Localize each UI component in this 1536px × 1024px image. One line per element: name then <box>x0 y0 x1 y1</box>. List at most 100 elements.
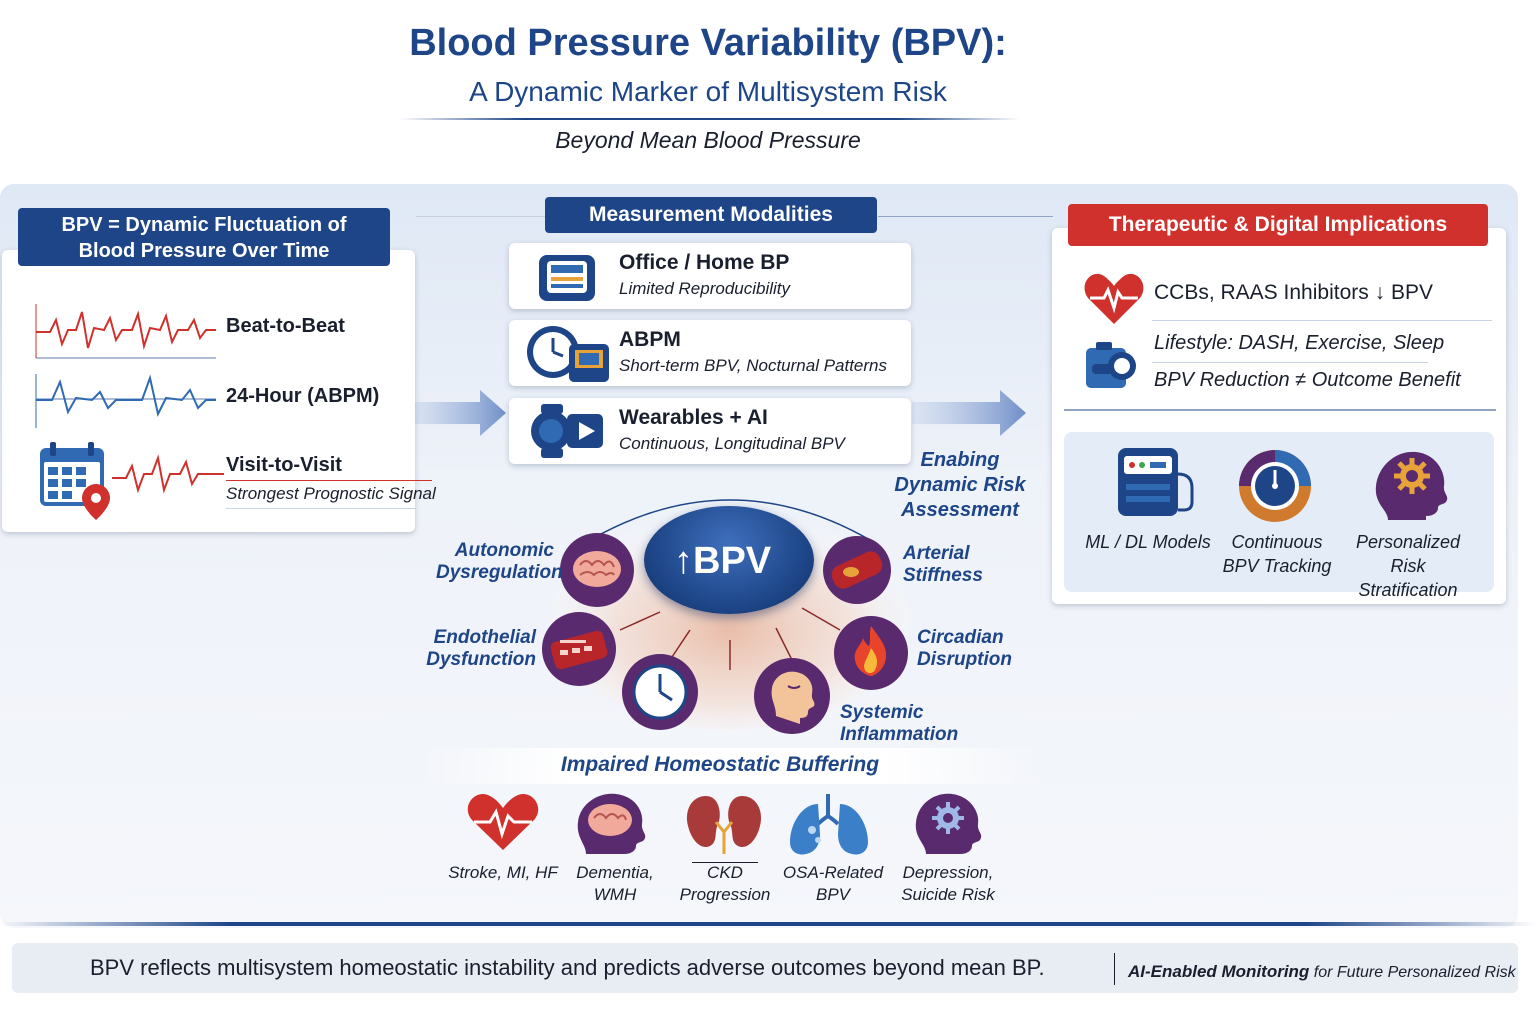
outcome-line: OSA-Related <box>782 863 884 882</box>
wearable-camera-icon <box>531 404 603 458</box>
digital-ml-dl: ML / DL Models <box>1080 530 1216 554</box>
digital-continuous: Continuous BPV Tracking <box>1212 530 1342 578</box>
modality-abpm: ABPM Short-term BPV, Nocturnal Patterns <box>509 320 911 386</box>
outcome-line: Dementia, <box>576 863 654 882</box>
strongest-signal-label: Strongest Prognostic Signal <box>226 484 436 503</box>
mechanism-line: Arterial <box>903 543 970 564</box>
buffering-label: Impaired Homeostatic Buffering <box>560 753 880 776</box>
mechanism-line: Inflammation <box>840 724 959 745</box>
divider <box>226 508 416 509</box>
modality-title: Office / Home BP <box>619 251 790 274</box>
page-subtitle: A Dynamic Marker of Multisystem Risk <box>469 76 947 107</box>
mechanism-line: Dysregulation <box>436 562 563 583</box>
server-icon <box>1118 448 1194 516</box>
divider <box>226 480 432 481</box>
title-divider <box>400 118 1020 120</box>
bp-monitor-icon <box>539 255 595 301</box>
modality-subtitle: Short-term BPV, Nocturnal Patterns <box>619 356 888 375</box>
visit-to-visit-label: Visit-to-Visit <box>226 454 342 476</box>
lungs-icon <box>790 794 868 855</box>
head-icon <box>754 658 830 734</box>
modality-wearables: Wearables + AI Continuous, Longitudinal … <box>509 398 911 464</box>
mechanism-systemic: Systemic Inflammation <box>840 702 980 746</box>
mechanism-line: Stiffness <box>903 565 983 586</box>
footer-summary: BPV reflects multisystem homeostatic ins… <box>90 955 1045 980</box>
outcome-ckd: CKD Progression <box>670 862 780 906</box>
bpv-definition-heading: BPV = Dynamic Fluctuation of Blood Press… <box>18 208 390 266</box>
therapy-text: BPV <box>1390 281 1433 304</box>
vessel-wall-icon <box>542 612 616 686</box>
clock-monitor-icon <box>527 326 609 382</box>
head-gear-icon <box>1375 451 1448 520</box>
flow-arrow-right-icon <box>912 390 1026 436</box>
page-title: Blood Pressure Variability (BPV): <box>409 22 1007 64</box>
tagline: Beyond Mean Blood Pressure <box>555 127 861 153</box>
outcome-line: BPV <box>815 885 851 904</box>
kidney-icon <box>686 796 762 854</box>
divider <box>1114 953 1115 985</box>
digital-line: BPV Tracking <box>1222 556 1332 576</box>
mechanism-endothelial: Endothelial Dysfunction <box>420 627 536 671</box>
24-hour-label: 24-Hour (ABPM) <box>226 385 380 407</box>
clock-icon <box>622 654 698 730</box>
blue-waveform-icon <box>35 374 216 428</box>
modality-subtitle: Continuous, Longitudinal BPV <box>619 434 845 453</box>
digital-line: ML / DL Models <box>1085 532 1211 552</box>
mechanism-autonomic: Autonomic Dysregulation <box>436 540 563 584</box>
buffering-band <box>420 748 1040 784</box>
outcome-line: Progression <box>679 885 771 904</box>
footer-bar <box>12 943 1518 993</box>
footer-note-rest: for Future Personalized Risk <box>1309 964 1516 981</box>
therapy-text: CCBs, RAAS Inhibitors <box>1154 281 1369 304</box>
outcome-line: WMH <box>593 885 637 904</box>
mechanism-line: Circadian <box>917 627 1004 648</box>
beat-to-beat-label: Beat-to-Beat <box>226 315 345 337</box>
heading-line: Blood Pressure Over Time <box>78 240 330 262</box>
outcome-line: CKD <box>707 863 743 882</box>
digital-line: Risk Stratification <box>1358 556 1458 600</box>
heart-ecg-icon <box>1084 273 1144 324</box>
therapy-line: CCBs, RAAS Inhibitors ↓ BPV <box>1154 281 1433 305</box>
divider <box>1152 320 1492 321</box>
red-waveform-icon <box>35 304 216 359</box>
connector-line <box>416 216 546 217</box>
up-arrow-icon: ↑ <box>674 540 693 582</box>
lifestyle-text: Lifestyle: DASH, Exercise, Sleep <box>1154 332 1445 354</box>
gauge-icon <box>1239 450 1311 522</box>
outcome-dementia: Dementia, WMH <box>560 862 670 906</box>
bpv-text: BPV <box>693 540 772 582</box>
footer-rule <box>0 922 1536 926</box>
heart-ecg-icon <box>467 794 539 850</box>
connector-line <box>878 216 1053 217</box>
reduction-note: BPV Reduction ≠ Outcome Benefit <box>1154 369 1461 391</box>
caption-line: Assessment <box>901 499 1019 521</box>
outcome-line: Stroke, MI, HF <box>448 863 558 882</box>
caption-line: Enabing <box>920 449 1000 471</box>
digital-personalized: Personalized Risk Stratification <box>1340 530 1476 602</box>
outcome-depression: Depression, Suicide Risk <box>888 862 1008 906</box>
outcome-line: Depression, <box>902 863 994 882</box>
outcome-stroke: Stroke, MI, HF <box>440 862 566 884</box>
divider <box>692 862 758 863</box>
flow-arrow-left-icon <box>410 390 506 436</box>
implications-heading: Therapeutic & Digital Implications <box>1068 204 1488 246</box>
calendar-pin-icon <box>40 442 224 520</box>
caption-line: Dynamic Risk <box>894 474 1026 496</box>
divider <box>1064 409 1496 411</box>
down-arrow-icon: ↓ <box>1374 281 1386 304</box>
mechanism-line: Autonomic <box>454 540 554 561</box>
brain-head-icon <box>577 793 646 854</box>
footer-note-bold: AI-Enabled Monitoring <box>1128 962 1310 981</box>
artery-icon <box>823 536 891 604</box>
head-gear-icon <box>915 793 982 854</box>
divider <box>1152 362 1428 363</box>
mechanism-circadian: Circadian Disruption <box>917 627 1037 671</box>
outcome-osa: OSA-Related BPV <box>776 862 890 906</box>
bpv-hub-label: ↑BPV <box>674 540 771 583</box>
digital-line: Personalized <box>1355 532 1461 552</box>
heading-line: BPV = Dynamic Fluctuation of <box>61 214 347 236</box>
wearable-camera-icon <box>1086 342 1136 388</box>
enabling-caption: Enabing Dynamic Risk Assessment <box>890 448 1030 523</box>
flame-icon <box>834 616 908 690</box>
digital-line: Continuous <box>1231 532 1323 552</box>
